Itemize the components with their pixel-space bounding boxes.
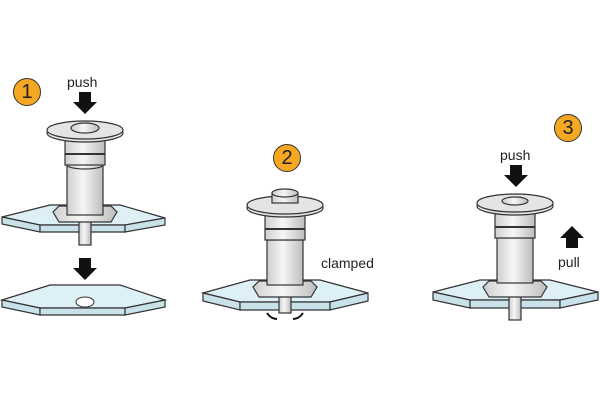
pull-label: pull: [558, 254, 580, 270]
clamped-label: clamped: [321, 255, 374, 271]
push-arrow-1: [73, 92, 97, 114]
push-label-3: push: [500, 147, 531, 163]
fastener-3: [476, 193, 554, 321]
fastener-1: [46, 120, 124, 246]
down-arrow-1: [73, 258, 97, 280]
step-badge-3: 3: [554, 114, 582, 142]
fastener-2: [246, 188, 324, 320]
push-arrow-3: [504, 165, 528, 187]
push-label-1: push: [67, 74, 98, 90]
pull-arrow: [560, 226, 584, 248]
step-badge-1: 1: [13, 78, 41, 106]
step-badge-2: 2: [273, 144, 301, 172]
plate-lower-1: [0, 284, 168, 316]
